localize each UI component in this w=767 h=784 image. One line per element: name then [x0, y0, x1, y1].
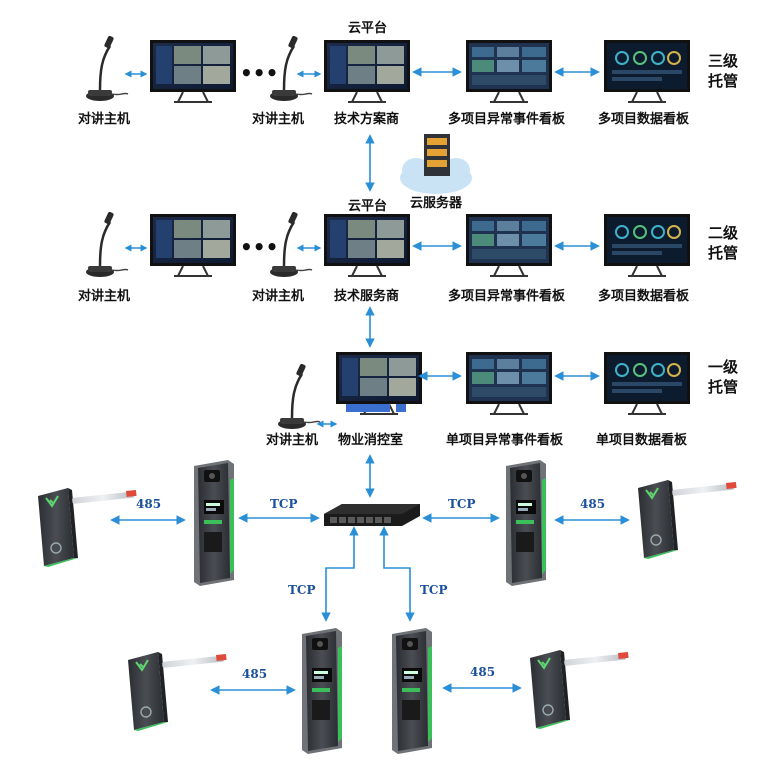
data-board-3-label: 多项目数据看板	[598, 111, 690, 127]
event-board-3-icon	[465, 39, 553, 103]
event-board-2-icon	[465, 213, 553, 277]
tier-2-level: 对讲主机 ••• 对讲主机 云平台 技术服务商 多项目异常事件看板 多项目数据看…	[78, 198, 739, 304]
platform-3-label: 云平台	[348, 20, 387, 36]
terminal-lr-icon	[392, 628, 432, 754]
intercom-3a-label: 对讲主机	[78, 111, 130, 127]
link-485-ul: 485	[136, 497, 161, 511]
barrier-gate-ul-icon	[37, 487, 138, 568]
cloud-server: 云服务器	[365, 134, 472, 211]
provider-3-monitor-icon	[323, 39, 411, 103]
monitor-3a-icon	[149, 39, 237, 103]
platform-2-label: 云平台	[348, 198, 387, 214]
link-485-lr: 485	[470, 665, 495, 679]
intercom-2b-label: 对讲主机	[252, 288, 304, 304]
intercom-1-label: 对讲主机	[266, 432, 318, 448]
tier-1-level-line1: 一级	[708, 358, 739, 376]
provider-2-label: 技术服务商	[334, 288, 399, 304]
tier-1-level: 对讲主机 物业消控室 单项目异常事件看板 单项目数据看板 一级 托管	[266, 351, 739, 448]
event-board-1-label: 单项目异常事件看板	[446, 432, 564, 448]
intercom-3b-label: 对讲主机	[252, 111, 304, 127]
terminal-ur-icon	[506, 460, 546, 586]
event-board-3-label: 多项目异常事件看板	[448, 111, 566, 127]
link-tcp-ll: TCP	[288, 583, 316, 597]
link-tcp-ul: TCP	[270, 497, 298, 511]
cloud-server-label: 云服务器	[410, 195, 463, 211]
data-board-1-icon	[603, 351, 691, 415]
barrier-gate-ll-icon	[127, 651, 228, 732]
tier-2-level-line2: 托管	[708, 244, 738, 262]
tier-1-level-line2: 托管	[708, 378, 738, 396]
ellipsis: •••	[240, 61, 278, 85]
provider-2-monitor-icon	[323, 213, 411, 277]
tier-2-level-line1: 二级	[708, 224, 739, 242]
intercom-1-icon	[276, 362, 322, 431]
monitor-2a-icon	[149, 213, 237, 277]
data-board-3-icon	[603, 39, 691, 103]
tier-3-level: 对讲主机 ••• 对讲主机 云平台 技术方案商 多项目异常事件看板 多项目数据看…	[78, 20, 739, 127]
intercom-3a-icon	[84, 34, 130, 103]
cloud-server-icon	[400, 134, 472, 194]
terminal-ll-icon	[302, 628, 342, 754]
intercom-2a-label: 对讲主机	[78, 288, 130, 304]
link-485-ll: 485	[242, 667, 267, 681]
provider-3-label: 技术方案商	[334, 111, 399, 127]
intercom-2a-icon	[84, 210, 130, 279]
network-switch-icon	[324, 504, 420, 526]
link-tcp-lr: TCP	[420, 583, 448, 597]
ellipsis-2: •••	[240, 235, 278, 259]
data-board-2-label: 多项目数据看板	[598, 288, 690, 304]
tier-3-level-line2: 托管	[708, 72, 738, 90]
terminal-ul-icon	[194, 460, 234, 586]
event-board-1-icon	[465, 351, 553, 415]
barrier-gate-ur-icon	[637, 479, 738, 560]
data-board-1-label: 单项目数据看板	[596, 432, 688, 448]
link-485-ur: 485	[580, 497, 605, 511]
data-board-2-icon	[603, 213, 691, 277]
control-room-icon	[335, 351, 423, 415]
event-board-2-label: 多项目异常事件看板	[448, 288, 566, 304]
link-tcp-ur: TCP	[448, 497, 476, 511]
barrier-gate-lr-icon	[529, 649, 630, 730]
tier-3-level-line1: 三级	[708, 52, 739, 70]
provider-1-label: 物业消控室	[338, 432, 403, 448]
